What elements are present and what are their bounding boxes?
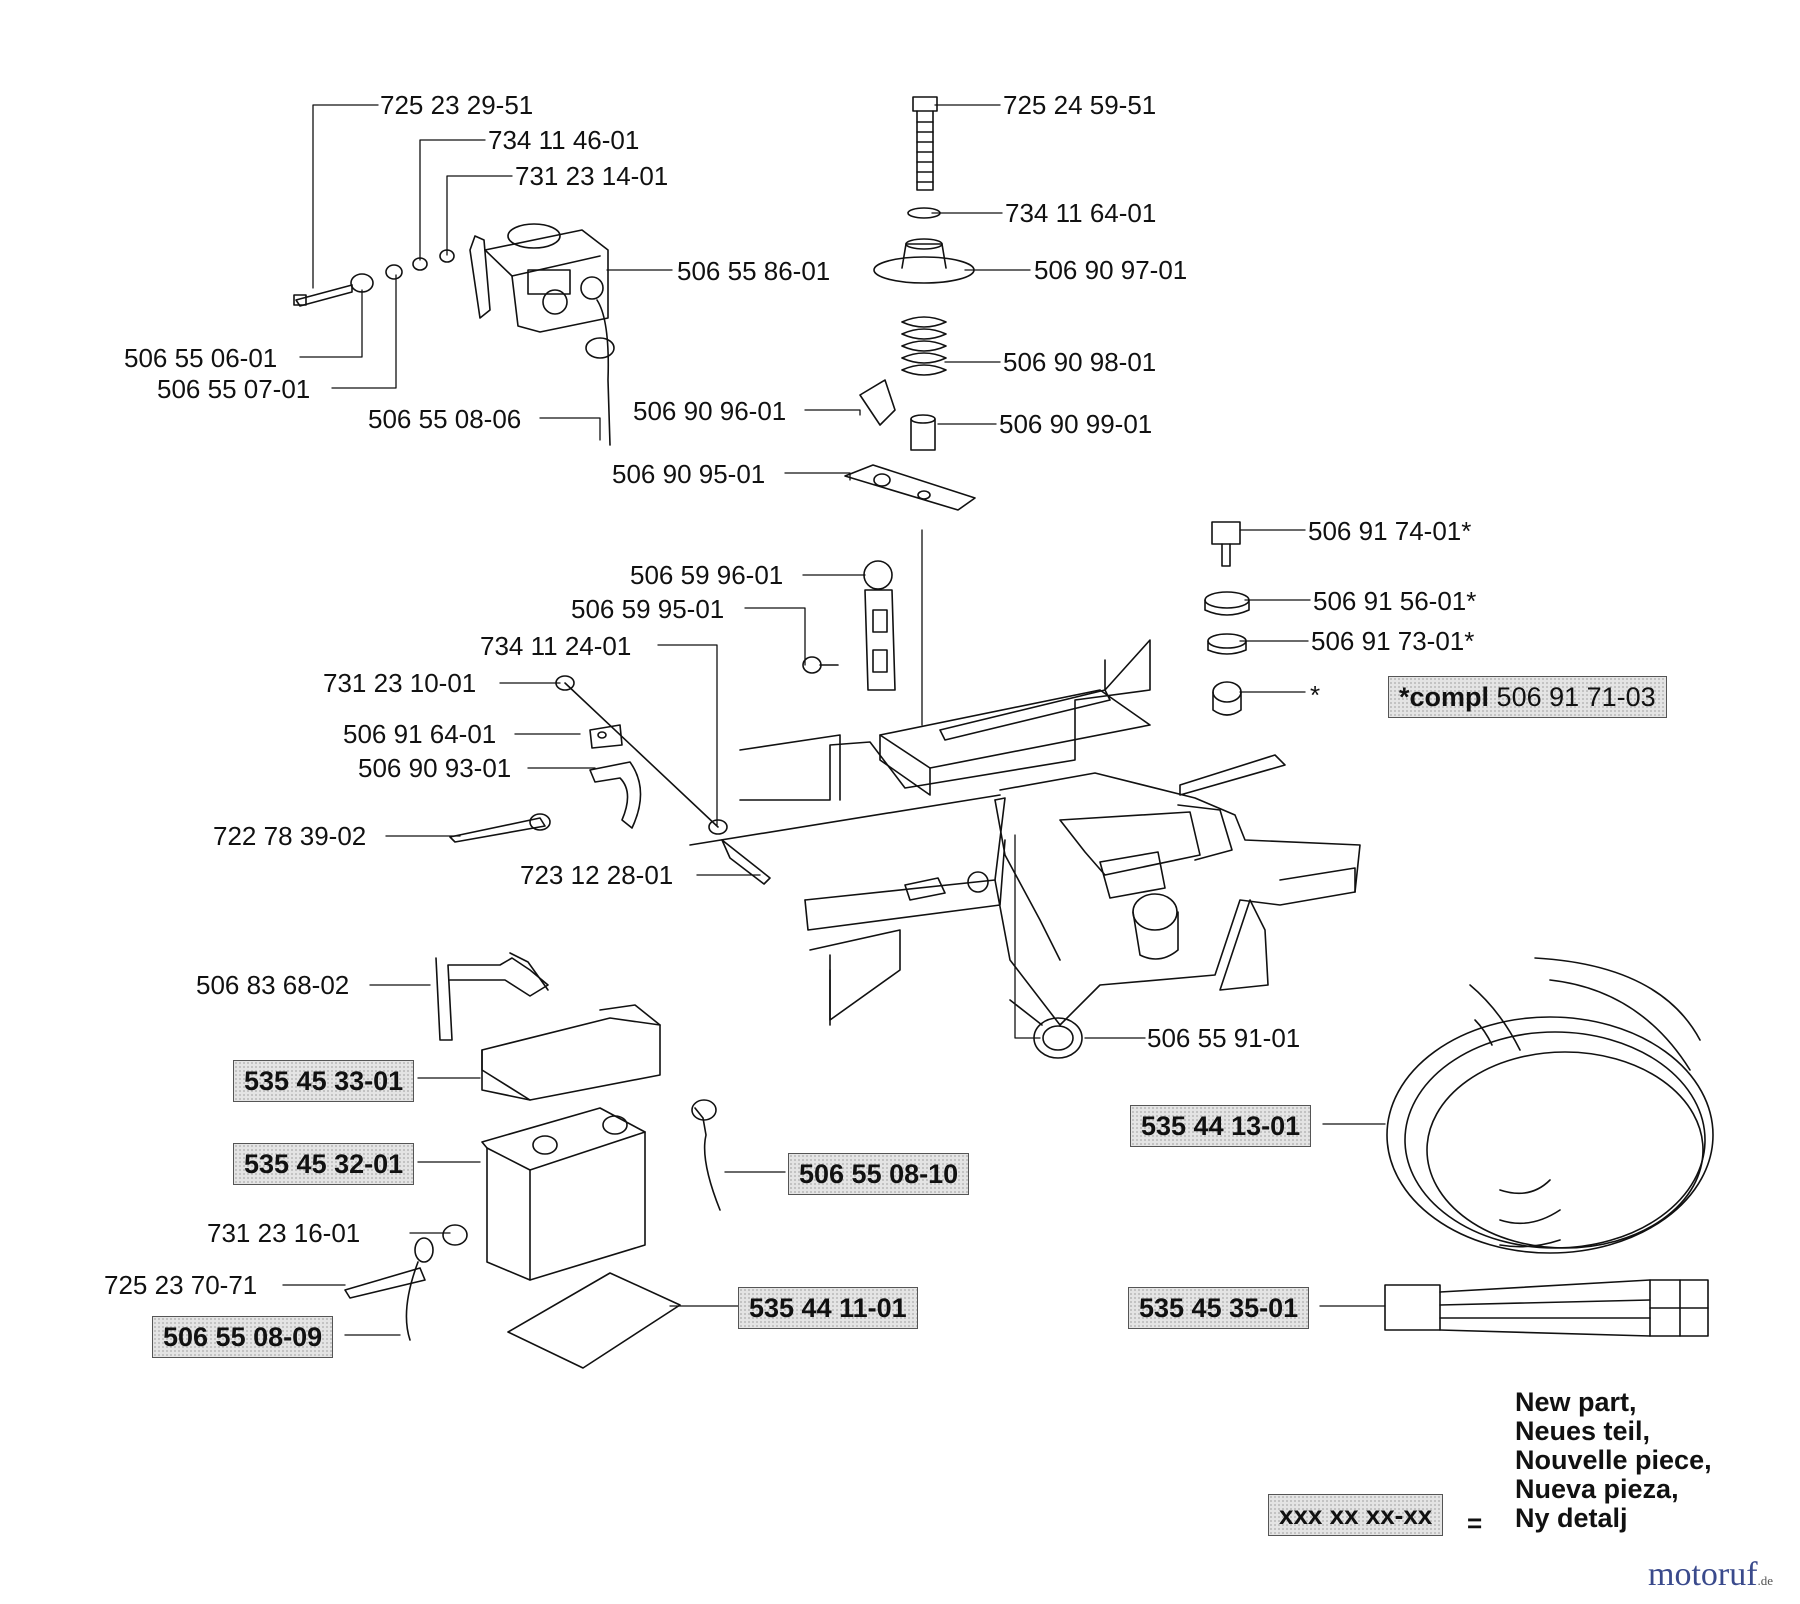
- part-label: 731 23 14-01: [515, 161, 669, 191]
- legend-line: New part,: [1515, 1387, 1637, 1417]
- frame-body: [739, 639, 1361, 1059]
- legend-pattern-box: xxx xx xx-xx: [1268, 1494, 1444, 1536]
- part-label: 506 83 68-02: [196, 970, 350, 1000]
- part-label: 731 23 10-01: [323, 668, 477, 698]
- part-label: 506 90 97-01: [1034, 255, 1188, 285]
- part-label: 506 55 08-06: [368, 404, 522, 434]
- part-label: 725 24 59-51: [1003, 90, 1157, 120]
- part-label: 734 11 24-01: [480, 631, 632, 661]
- new-part-label: 535 45 35-01: [1128, 1287, 1310, 1329]
- legend-line: Nueva pieza,: [1515, 1474, 1679, 1504]
- part-label: 506 90 93-01: [358, 753, 512, 783]
- compl-kit-label: *compl 506 91 71-03: [1388, 676, 1667, 718]
- part-label: 506 55 91-01: [1147, 1023, 1301, 1053]
- new-part-label: 535 44 13-01: [1130, 1105, 1312, 1147]
- part-label: 506 55 06-01: [124, 343, 278, 373]
- part-label: 723 12 28-01: [520, 860, 674, 890]
- part-label: 722 78 39-02: [213, 821, 367, 851]
- wiring-harness: [1384, 957, 1714, 1337]
- part-label: 506 59 96-01: [630, 560, 784, 590]
- new-part-label: 506 55 08-09: [152, 1316, 334, 1358]
- watermark-logo: motoruf.de: [1648, 1556, 1773, 1594]
- part-label: 506 91 74-01*: [1308, 516, 1472, 546]
- legend-line: Nouvelle piece,: [1515, 1445, 1712, 1475]
- part-label: 725 23 29-51: [380, 90, 534, 120]
- part-label: 506 91 64-01: [343, 719, 497, 749]
- legend-equals: =: [1467, 1508, 1483, 1538]
- ignition-switch-assembly: [1204, 521, 1250, 716]
- small-fasteners: [449, 675, 1001, 885]
- part-label: 506 91 56-01*: [1313, 586, 1477, 616]
- legend-line: Ny detalj: [1515, 1503, 1628, 1533]
- new-part-label: 535 44 11-01: [738, 1287, 918, 1329]
- part-label: 506 55 07-01: [157, 374, 311, 404]
- part-label: 734 11 46-01: [488, 125, 640, 155]
- new-part-label: 535 45 33-01: [233, 1060, 415, 1102]
- part-label: 734 11 64-01: [1005, 198, 1157, 228]
- compl-prefix: *compl: [1399, 682, 1490, 712]
- part-label: 506 91 73-01*: [1311, 626, 1475, 656]
- mounting-stack: [844, 96, 976, 511]
- part-label: 506 90 98-01: [1003, 347, 1157, 377]
- part-label: 725 23 70-71: [104, 1270, 258, 1300]
- part-label: 506 55 86-01: [677, 256, 831, 286]
- new-part-label: 535 45 32-01: [233, 1143, 415, 1185]
- part-label: 506 90 99-01: [999, 409, 1153, 439]
- new-part-label: 506 55 08-10: [788, 1153, 970, 1195]
- part-label: 506 59 95-01: [571, 594, 725, 624]
- part-label: 506 90 95-01: [612, 459, 766, 489]
- watermark-suffix: .de: [1757, 1573, 1774, 1588]
- compl-number: 506 91 71-03: [1496, 682, 1656, 712]
- watermark-text: motoruf: [1648, 1556, 1758, 1593]
- part-label: 506 90 96-01: [633, 396, 787, 426]
- legend-line: Neues teil,: [1515, 1416, 1651, 1446]
- lever-assembly: [802, 560, 896, 691]
- battery-assembly: [344, 952, 721, 1369]
- solenoid-assembly: [293, 223, 615, 446]
- part-label: 731 23 16-01: [207, 1218, 361, 1248]
- legend-text-block: New part, Neues teil, Nouvelle piece, Nu…: [1515, 1388, 1712, 1533]
- part-label: *: [1310, 680, 1321, 710]
